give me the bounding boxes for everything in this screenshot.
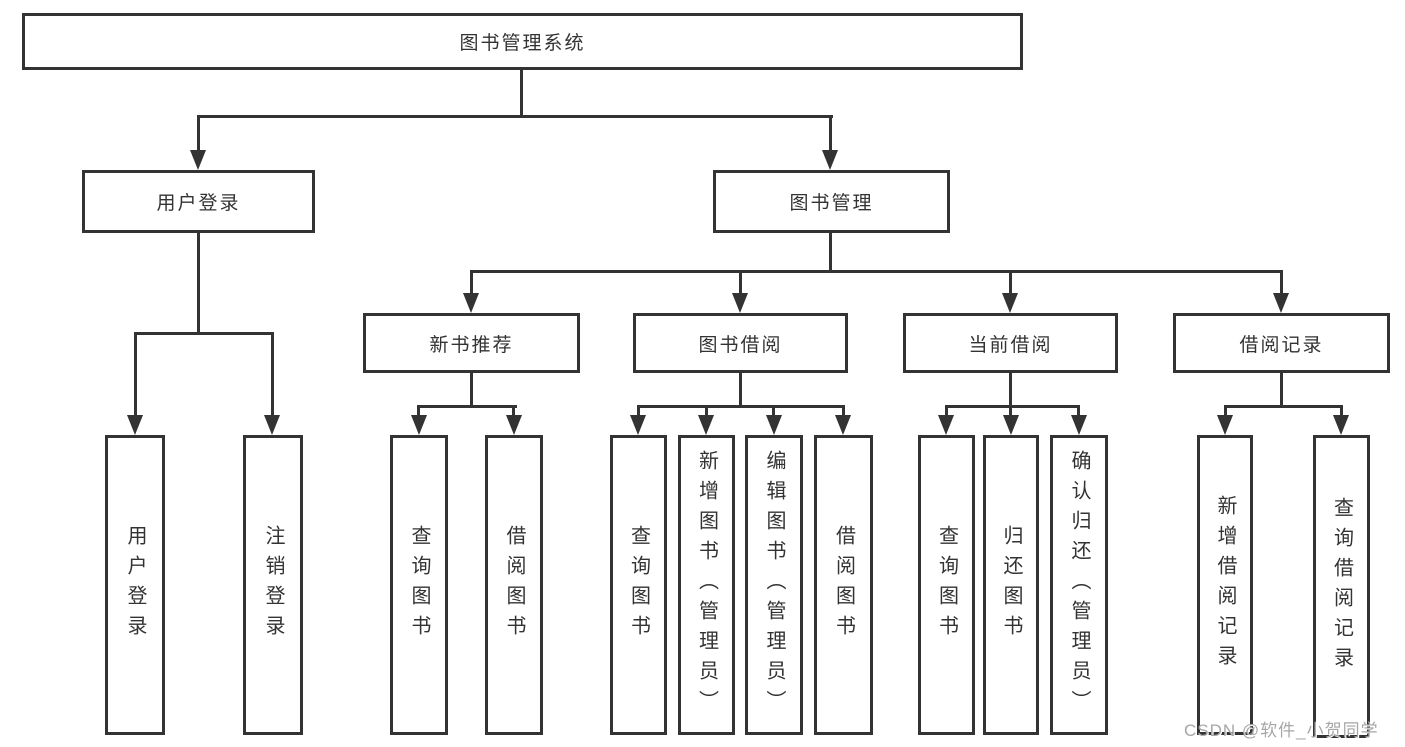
arrow-query-books-borrow (630, 415, 646, 435)
node-book-management: 图书管理 (713, 170, 950, 233)
leaf-add-books-admin-label: 新增图书（管理员） (695, 450, 718, 720)
arrow-borrow-books (835, 415, 851, 435)
leaf-add-books-admin: 新增图书（管理员） (678, 435, 735, 735)
leaf-user-login-label: 用户登录 (124, 525, 146, 645)
connector-drop-current-borrow (1009, 270, 1012, 295)
connector-drop-query-borrow-record (1340, 405, 1343, 417)
leaf-return-books-label: 归还图书 (1000, 525, 1022, 645)
leaf-query-books-borrow: 查询图书 (610, 435, 667, 735)
arrow-confirm-return-admin (1071, 415, 1087, 435)
arrow-borrow-books-recommend (506, 415, 522, 435)
arrow-add-borrow-record (1217, 415, 1233, 435)
arrow-book-management (822, 150, 838, 170)
leaf-logout: 注销登录 (243, 435, 303, 735)
arrow-leaf-user-login (127, 415, 143, 435)
node-new-book-recommend-label: 新书推荐 (429, 334, 514, 356)
connector-drop-query-books-current (945, 405, 948, 417)
leaf-return-books: 归还图书 (983, 435, 1039, 735)
connector-new-book-recommend-bar (417, 405, 517, 408)
arrow-user-login (190, 150, 206, 170)
connector-book-borrow-stub (739, 373, 742, 407)
node-borrow-records-label: 借阅记录 (1239, 334, 1324, 356)
leaf-logout-label: 注销登录 (262, 525, 284, 645)
leaf-user-login: 用户登录 (105, 435, 165, 735)
arrow-return-books (1003, 415, 1019, 435)
leaf-query-books-current-label: 查询图书 (935, 525, 958, 645)
connector-user-login-bar (134, 332, 274, 335)
arrow-query-books-current (938, 415, 954, 435)
leaf-borrow-books-recommend: 借阅图书 (485, 435, 543, 735)
node-root-label: 图书管理系统 (459, 33, 586, 54)
leaf-query-borrow-record-label: 查询借阅记录 (1330, 496, 1353, 677)
leaf-query-books-current: 查询图书 (918, 435, 975, 735)
connector-drop-user-login (197, 115, 200, 152)
leaf-query-books-borrow-label: 查询图书 (627, 525, 650, 645)
connector-drop-borrow-books (842, 405, 845, 417)
connector-drop-add-books-admin (705, 405, 708, 417)
arrow-borrow-records (1273, 293, 1289, 313)
leaf-edit-books-admin-label: 编辑图书（管理员） (763, 450, 785, 720)
leaf-confirm-return-admin: 确认归还（管理员） (1050, 435, 1108, 735)
connector-level3-bar (470, 270, 1282, 273)
connector-drop-add-borrow-record (1224, 405, 1227, 417)
leaf-query-borrow-record: 查询借阅记录 (1313, 435, 1370, 738)
node-root: 图书管理系统 (22, 13, 1023, 70)
connector-drop-borrow-books-recommend (512, 405, 515, 417)
arrow-leaf-logout (264, 415, 280, 435)
connector-drop-borrow-records (1280, 270, 1283, 295)
connector-drop-book-management (829, 115, 832, 152)
connector-current-borrow-stub (1009, 373, 1012, 407)
node-current-borrow-label: 当前借阅 (968, 334, 1053, 356)
node-book-management-label: 图书管理 (789, 193, 874, 214)
leaf-add-borrow-record: 新增借阅记录 (1197, 435, 1253, 735)
node-borrow-records: 借阅记录 (1173, 313, 1390, 373)
node-user-login: 用户登录 (82, 170, 315, 233)
connector-drop-leaf-logout (271, 332, 274, 417)
connector-book-borrow-bar (637, 405, 843, 408)
connector-drop-leaf-user-login (134, 332, 137, 417)
csdn-watermark: CSDN @软件_小贺同学 (1184, 721, 1379, 740)
arrow-query-borrow-record (1333, 415, 1349, 435)
connector-drop-query-books-borrow (637, 405, 640, 417)
arrow-new-book-recommend (463, 293, 479, 313)
leaf-borrow-books-label: 借阅图书 (832, 525, 855, 645)
node-book-borrow: 图书借阅 (633, 313, 848, 373)
leaf-query-books-recommend: 查询图书 (390, 435, 448, 735)
node-user-login-label: 用户登录 (156, 193, 241, 214)
connector-drop-new-book-recommend (470, 270, 473, 295)
connector-user-login-stub (197, 233, 200, 335)
leaf-confirm-return-admin-label: 确认归还（管理员） (1068, 450, 1090, 720)
connector-drop-return-books (1009, 405, 1012, 417)
connector-new-book-recommend-stub (470, 373, 473, 407)
arrow-add-books-admin (698, 415, 714, 435)
leaf-add-borrow-record-label: 新增借阅记录 (1214, 495, 1236, 675)
node-current-borrow: 当前借阅 (903, 313, 1118, 373)
arrow-query-books-recommend (411, 415, 427, 435)
node-new-book-recommend: 新书推荐 (363, 313, 580, 373)
arrow-book-borrow (732, 293, 748, 313)
node-book-borrow-label: 图书借阅 (698, 334, 783, 356)
connector-root-stub (520, 70, 523, 117)
connector-borrow-records-stub (1280, 373, 1283, 407)
connector-book-management-stub (829, 233, 832, 273)
connector-level2-bar (197, 115, 833, 118)
leaf-borrow-books: 借阅图书 (814, 435, 873, 735)
arrow-current-borrow (1002, 293, 1018, 313)
connector-borrow-records-bar (1224, 405, 1343, 408)
leaf-query-books-recommend-label: 查询图书 (408, 525, 430, 645)
leaf-borrow-books-recommend-label: 借阅图书 (503, 525, 525, 645)
connector-drop-book-borrow (739, 270, 742, 295)
leaf-edit-books-admin: 编辑图书（管理员） (745, 435, 803, 735)
connector-drop-edit-books-admin (772, 405, 775, 417)
connector-drop-confirm-return-admin (1077, 405, 1080, 417)
connector-drop-query-books-recommend (417, 405, 420, 417)
arrow-edit-books-admin (766, 415, 782, 435)
connector-current-borrow-bar (945, 405, 1080, 408)
